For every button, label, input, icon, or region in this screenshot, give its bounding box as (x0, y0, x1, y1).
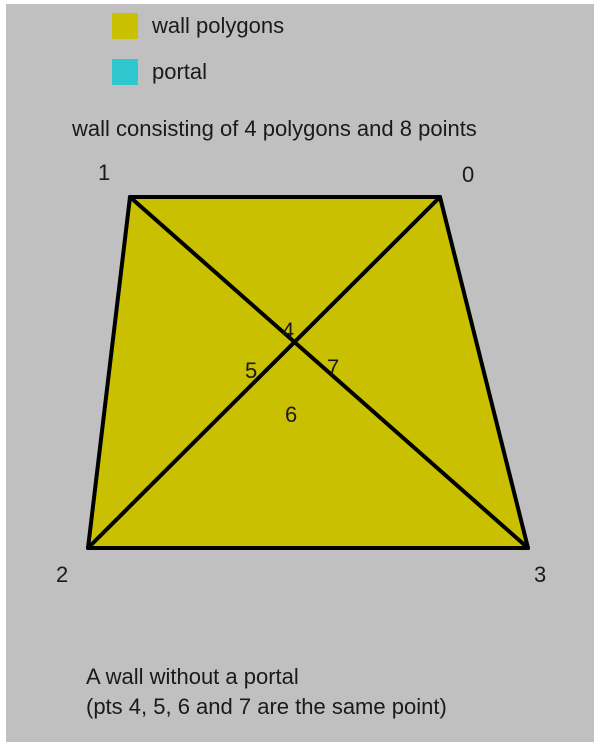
wall-polygon-area (88, 197, 528, 548)
point-label-2: 2 (56, 562, 68, 587)
diagonal-1-3 (128, 195, 530, 550)
legend-label-wall-polygons: wall polygons (152, 13, 285, 38)
legend-item-wall-polygons: wall polygons (112, 12, 284, 40)
caption-line-1: A wall without a portal (86, 664, 299, 689)
point-label-1: 1 (98, 160, 110, 185)
point-label-0: 0 (462, 162, 474, 187)
point-label-6: 6 (285, 402, 297, 427)
wall-edge-right (438, 195, 530, 550)
point-label-7: 7 (327, 355, 339, 380)
legend-swatch-portal (112, 59, 138, 85)
wall-edge-left (86, 195, 132, 550)
caption-line-2: (pts 4, 5, 6 and 7 are the same point) (86, 694, 447, 719)
legend-swatch-wall-polygons (112, 13, 138, 39)
legend-item-portal: portal (112, 58, 207, 86)
point-label-3: 3 (534, 562, 546, 587)
legend-label-portal: portal (152, 59, 208, 84)
point-label-5: 5 (245, 358, 257, 383)
diagram-title: wall consisting of 4 polygons and 8 poin… (72, 116, 477, 141)
diagonal-0-2 (86, 195, 442, 550)
point-label-4: 4 (282, 318, 294, 343)
